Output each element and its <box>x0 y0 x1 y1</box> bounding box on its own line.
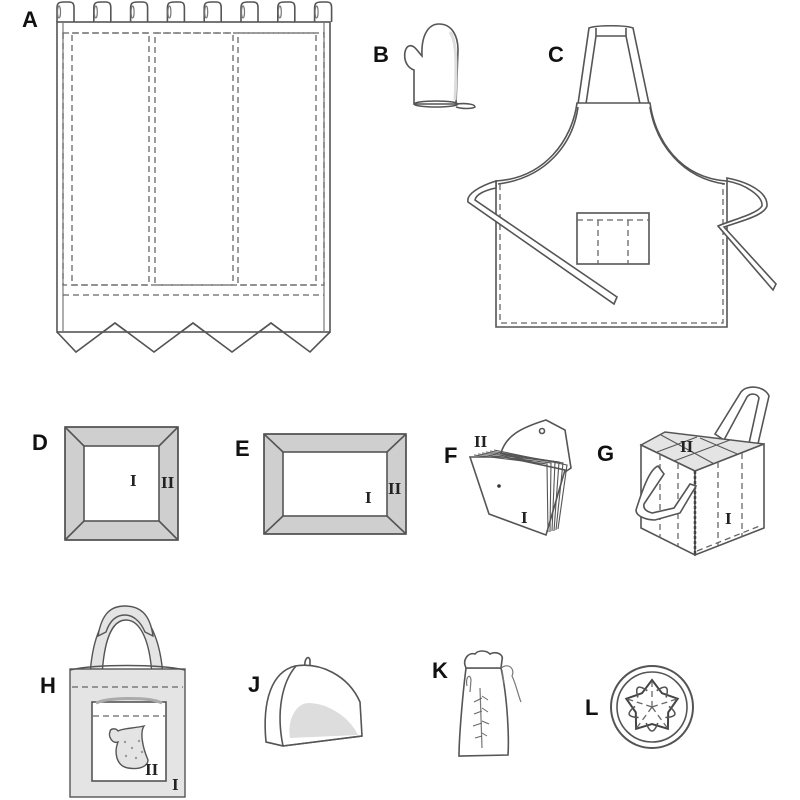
mark-f-i: I <box>521 508 528 527</box>
curtain-tab <box>166 1 186 22</box>
file-flap <box>500 419 572 473</box>
apron-body <box>495 102 728 328</box>
mark-h-i: I <box>172 775 179 794</box>
mark-g-i: I <box>725 509 732 528</box>
label-f: F <box>444 443 457 468</box>
label-c: C <box>548 42 564 67</box>
mark-d-i: I <box>130 471 137 490</box>
label-d: D <box>32 430 48 455</box>
mark-e-ii: II <box>388 479 402 498</box>
mitt-body <box>403 23 459 105</box>
label-k: K <box>432 658 448 683</box>
view-g-bottle-carrier: G II I <box>597 386 770 557</box>
view-e-rect-frame: E I II <box>235 433 407 535</box>
label-b: B <box>373 42 389 67</box>
label-g: G <box>597 441 614 466</box>
curtain-tab <box>313 1 333 22</box>
star-pattern <box>624 678 680 732</box>
view-b-oven-mitt: B <box>373 23 476 110</box>
label-l: L <box>585 695 598 720</box>
apron-tie-left <box>467 179 618 306</box>
view-d-square-frame: D I II <box>32 426 179 541</box>
apron-tie-right <box>716 177 777 292</box>
view-k-bottle-bag: K <box>432 650 522 757</box>
label-h: H <box>40 673 56 698</box>
carrier-handle-side <box>635 465 698 521</box>
curtain-tab <box>203 1 222 22</box>
pitcher-applique <box>108 724 149 770</box>
view-j-tea-cozy: J <box>248 656 363 747</box>
view-c-apron: C <box>467 24 777 328</box>
curtain-tabs <box>56 1 333 22</box>
curtain-panel <box>56 21 331 333</box>
curtain-tab <box>93 1 112 22</box>
view-h-tote-bag: H II I <box>40 605 186 798</box>
label-a: A <box>22 7 38 32</box>
curtain-tab <box>277 1 296 22</box>
curtain-tab <box>129 1 149 22</box>
bag-ruffle <box>463 650 504 669</box>
apron-pocket <box>576 212 650 265</box>
mark-g-ii: II <box>680 437 694 456</box>
view-a-curtain: A <box>22 1 333 355</box>
bag-body <box>458 667 510 757</box>
view-f-file-organizer: F II I <box>444 419 572 537</box>
mark-h-ii: II <box>145 760 159 779</box>
curtain-tab <box>56 1 75 22</box>
mark-f-ii: II <box>474 432 488 451</box>
label-e: E <box>235 436 250 461</box>
curtain-tab <box>240 1 259 22</box>
view-l-hot-pad: L <box>585 665 694 749</box>
label-j: J <box>248 672 260 697</box>
star-outline <box>624 678 680 731</box>
mark-e-i: I <box>365 488 372 507</box>
mark-d-ii: II <box>161 473 175 492</box>
neck-strap <box>577 24 650 105</box>
